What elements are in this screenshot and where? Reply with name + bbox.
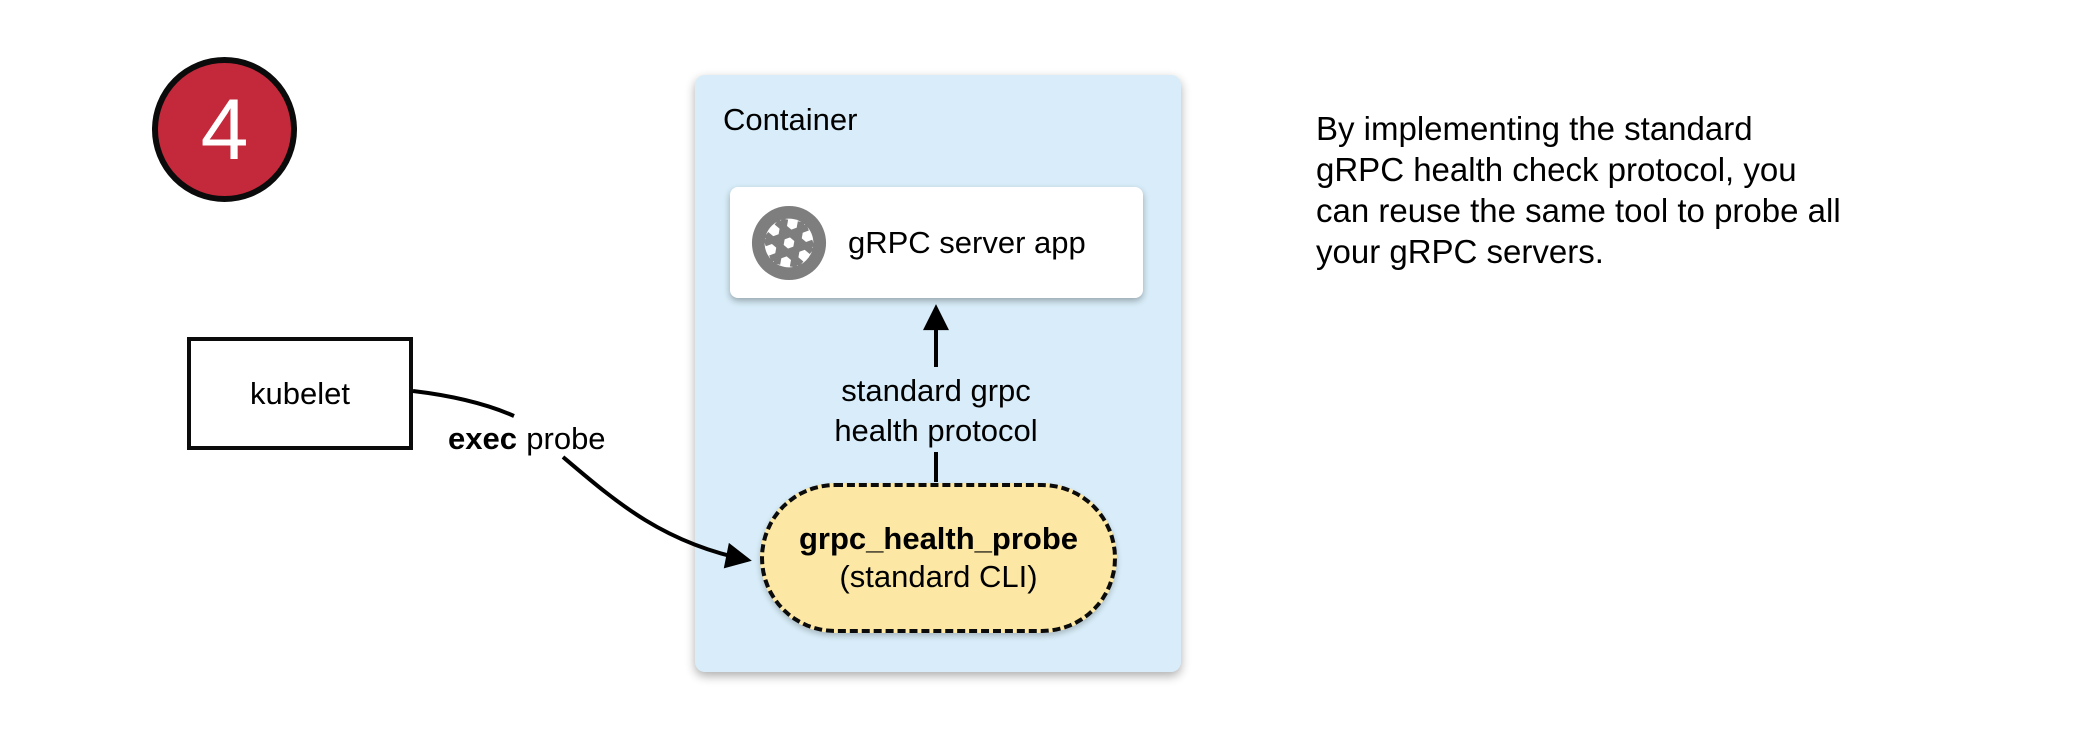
exec-probe-edge-segment1 (412, 389, 515, 418)
health-protocol-label-line2: health protocol (834, 413, 1038, 448)
grpc-server-app-label: gRPC server app (848, 224, 1086, 260)
kubelet-label: kubelet (250, 375, 350, 411)
side-note-line: your gRPC servers. (1316, 233, 1604, 270)
aperture-icon (751, 205, 827, 280)
step-number: 4 (200, 81, 249, 178)
exec-probe-label-rest: probe (526, 421, 606, 456)
container-label: Container (723, 102, 858, 137)
exec-probe-edge-label: exec probe (448, 421, 606, 457)
health-protocol-label-line1: standard grpc (841, 373, 1031, 408)
grpc-server-app-node: gRPC server app (730, 187, 1143, 298)
grpc-health-probe-name: grpc_health_probe (798, 521, 1079, 556)
health-protocol-edge-label: standard grpc health protocol (786, 371, 1086, 451)
side-note-line: By implementing the standard (1316, 110, 1753, 147)
side-note-line: can reuse the same tool to probe all (1316, 192, 1841, 229)
kubelet-node: kubelet (187, 337, 413, 450)
exec-probe-label-bold: exec (448, 421, 517, 456)
container-group: Container gRPC server app standard grpc … (695, 75, 1181, 672)
step-badge: 4 (152, 57, 297, 202)
side-note-line: gRPC health check protocol, you (1316, 151, 1797, 188)
grpc-health-probe-node: grpc_health_probe (standard CLI) (760, 483, 1117, 633)
side-note: By implementing the standard gRPC health… (1316, 108, 1841, 272)
grpc-health-probe-subtitle: (standard CLI) (839, 559, 1038, 594)
